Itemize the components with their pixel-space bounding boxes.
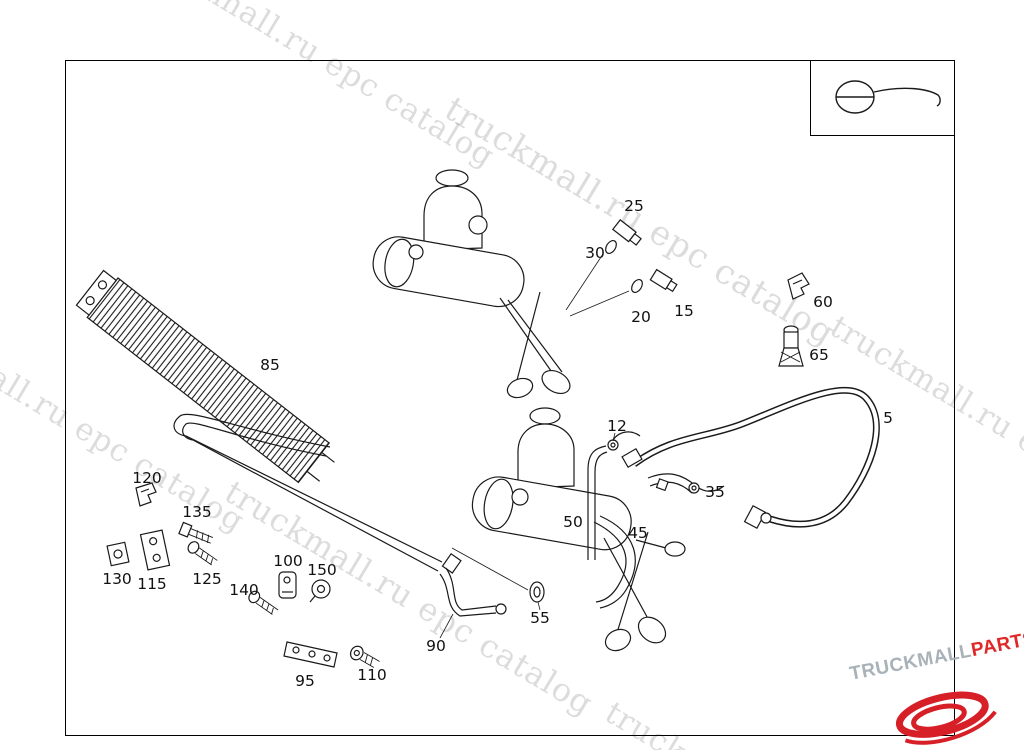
cooler-pipes	[173, 413, 507, 617]
oil-cooler	[75, 269, 335, 484]
part-label-85: 85	[260, 356, 280, 374]
pipe-50	[587, 445, 608, 560]
part-label-100: 100	[273, 552, 303, 570]
nut-130	[106, 541, 130, 567]
steering-gear-lower	[471, 407, 686, 652]
part-label-115: 115	[137, 575, 167, 593]
diagram-border	[65, 60, 955, 736]
return-pipe-35	[647, 473, 725, 494]
part-label-95: 95	[295, 672, 315, 690]
part-label-125: 125	[192, 570, 222, 588]
part-label-120: 120	[132, 469, 162, 487]
grommet-55	[529, 581, 545, 603]
part-label-50: 50	[563, 513, 583, 531]
part-label-5: 5	[883, 409, 893, 427]
part-label-135: 135	[182, 503, 212, 521]
pressure-hose-5	[621, 386, 880, 530]
part-label-130: 130	[102, 570, 132, 588]
bracket-115	[139, 529, 171, 571]
bracket-95	[283, 641, 338, 668]
clamp-100	[278, 571, 297, 599]
hose-45	[593, 515, 636, 609]
part-label-25: 25	[624, 197, 644, 215]
part-label-30: 30	[585, 244, 605, 262]
clip-60	[787, 272, 810, 300]
leader-lines	[439, 253, 630, 639]
part-label-150: 150	[307, 561, 337, 579]
clamp-150	[309, 579, 331, 603]
logo-swirl-icon	[895, 691, 997, 745]
part-label-35: 35	[705, 483, 725, 501]
fittings-group	[605, 219, 678, 293]
part-label-12: 12	[607, 417, 627, 435]
part-label-90: 90	[426, 637, 446, 655]
part-label-55: 55	[530, 609, 550, 627]
steering-gear-upper	[372, 169, 571, 399]
part-label-15: 15	[674, 302, 694, 320]
bolt-135	[178, 521, 214, 544]
screw-125	[187, 541, 218, 566]
part-label-20: 20	[631, 308, 651, 326]
screw-140	[248, 590, 279, 615]
legend-box	[810, 60, 955, 136]
part-label-65: 65	[809, 346, 829, 364]
part-label-140: 140	[229, 581, 259, 599]
valve-65	[778, 325, 804, 367]
part-label-110: 110	[357, 666, 387, 684]
screw-110	[349, 645, 380, 668]
part-label-60: 60	[813, 293, 833, 311]
part-label-45: 45	[628, 524, 648, 542]
seal-ring-hose-icon	[835, 80, 941, 114]
clip-120	[135, 482, 157, 507]
